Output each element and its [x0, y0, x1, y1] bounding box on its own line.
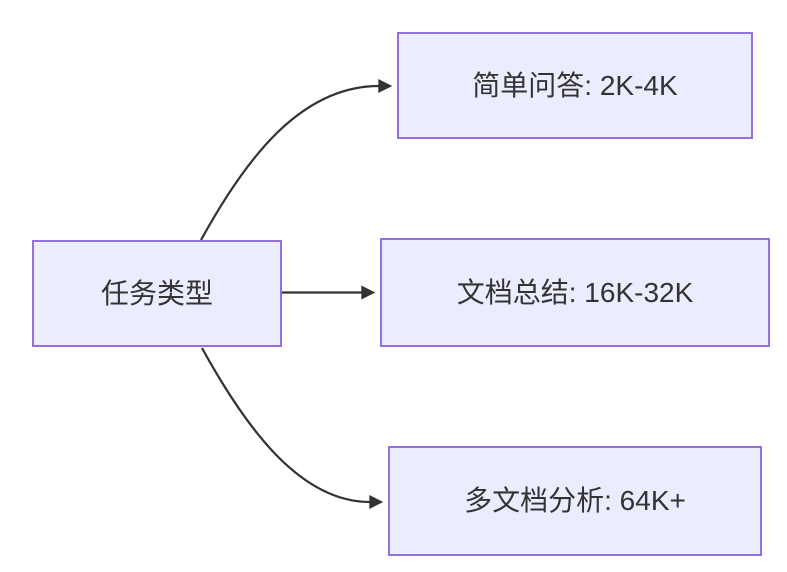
- node-doc-summary-label: 文档总结: 16K-32K: [456, 276, 694, 308]
- node-simple-qa: 简单问答: 2K-4K: [397, 32, 753, 139]
- edge-task-to-multi-doc: [201, 347, 384, 509]
- node-simple-qa-label: 简单问答: 2K-4K: [472, 69, 678, 101]
- edge-task-to-simple-qa: [200, 79, 393, 241]
- node-multi-doc-analysis-label: 多文档分析: 64K+: [464, 485, 686, 517]
- node-doc-summary: 文档总结: 16K-32K: [380, 238, 770, 347]
- node-multi-doc-analysis: 多文档分析: 64K+: [388, 446, 762, 556]
- node-task-type-label: 任务类型: [100, 277, 213, 309]
- node-task-type: 任务类型: [32, 240, 282, 347]
